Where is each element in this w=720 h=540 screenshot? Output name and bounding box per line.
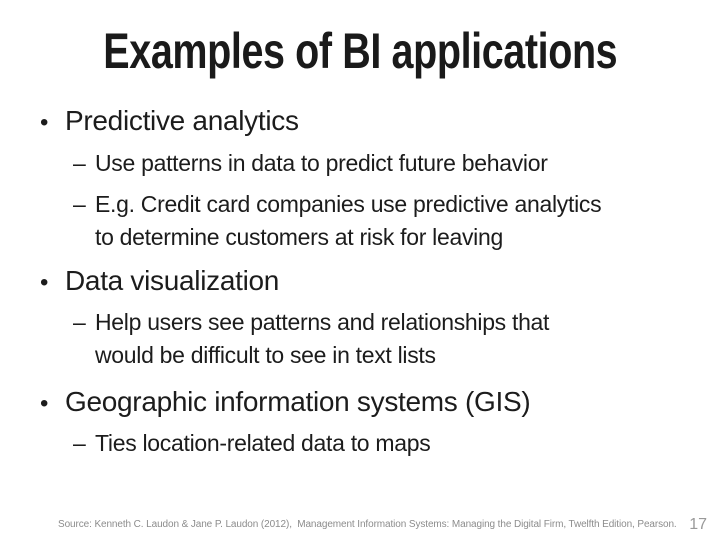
dash-icon: – bbox=[73, 191, 86, 217]
bullet-item-predictive-analytics: • Predictive analytics bbox=[40, 104, 299, 140]
slide-title-text: Examples of BI applications bbox=[103, 23, 617, 79]
bullet-icon: • bbox=[40, 269, 49, 296]
sub-bullet-line: Help users see patterns and relationship… bbox=[95, 309, 550, 335]
bullet-item-gis: • Geographic information systems (GIS) bbox=[40, 385, 531, 421]
sub-bullet-line: E.g. Credit card companies use predictiv… bbox=[95, 191, 602, 217]
sub-bullet-line: would be difficult to see in text lists bbox=[95, 342, 436, 368]
sub-bullet-ties-location: – Ties location-related data to maps bbox=[73, 427, 431, 460]
dash-icon: – bbox=[73, 150, 86, 176]
dash-icon: – bbox=[73, 309, 86, 335]
sub-bullet-credit-card-example: – E.g. Credit card companies use predict… bbox=[73, 188, 602, 254]
bullet-label: Data visualization bbox=[65, 265, 280, 296]
dash-icon: – bbox=[73, 430, 86, 456]
sub-bullet-line: Ties location-related data to maps bbox=[95, 430, 431, 456]
sub-bullet-line: to determine customers at risk for leavi… bbox=[95, 224, 503, 250]
bullet-icon: • bbox=[40, 109, 49, 136]
slide-title: Examples of BI applications bbox=[0, 21, 720, 81]
sub-bullet-help-users: – Help users see patterns and relationsh… bbox=[73, 306, 550, 372]
bullet-label: Geographic information systems (GIS) bbox=[65, 386, 531, 417]
bullet-icon: • bbox=[40, 390, 49, 417]
bullet-item-data-visualization: • Data visualization bbox=[40, 264, 279, 300]
sub-bullet-use-patterns: – Use patterns in data to predict future… bbox=[73, 147, 548, 180]
sub-bullet-line: Use patterns in data to predict future b… bbox=[95, 150, 548, 176]
bullet-label: Predictive analytics bbox=[65, 105, 299, 136]
footer-source-citation: Source: Kenneth C. Laudon & Jane P. Laud… bbox=[58, 519, 677, 530]
page-number: 17 bbox=[689, 516, 707, 533]
